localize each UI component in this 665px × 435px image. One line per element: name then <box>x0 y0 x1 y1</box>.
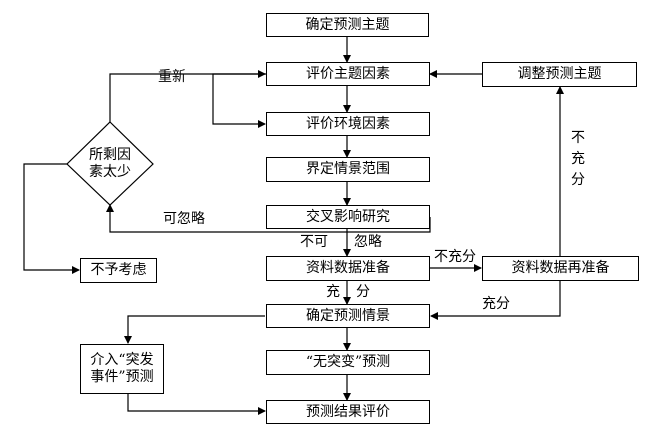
node-evaluate-env-factors: 评价环境因素 <box>266 112 430 136</box>
node-evaluate-topic-factors-label: 评价主题因素 <box>306 65 390 82</box>
node-define-scenario-scope-label: 界定情景范围 <box>306 161 390 177</box>
edge-diamond-to-notconsidered <box>23 163 80 274</box>
node-cross-impact: 交叉影响研究 <box>266 205 430 229</box>
node-insert-event-line2: 事件”预测 <box>90 369 154 385</box>
edge-reprep-to-scenario <box>430 280 561 320</box>
label-restart: 重新 <box>158 69 186 85</box>
decision-line1: 所剩因 <box>89 147 131 163</box>
node-data-reprep: 资料数据再准备 <box>482 256 639 281</box>
node-insert-event: 介入“突发 事件”预测 <box>80 344 164 394</box>
node-evaluate-env-factors-label: 评价环境因素 <box>306 115 390 132</box>
node-data-prep-label: 资料数据准备 <box>306 260 390 276</box>
node-determine-topic: 确定预测主题 <box>266 13 429 37</box>
node-determine-scenario-label: 确定预测情景 <box>306 307 390 324</box>
decision-line2: 素太少 <box>89 164 131 180</box>
node-adjust-topic: 调整预测主题 <box>482 62 637 87</box>
decision-remaining-factors: 所剩因 素太少 <box>72 147 148 181</box>
label-insufficient-v-3: 分 <box>571 172 585 188</box>
node-determine-scenario: 确定预测情景 <box>266 304 430 328</box>
node-evaluate-topic-factors: 评价主题因素 <box>266 62 430 86</box>
node-insert-event-line1: 介入“突发 <box>90 352 154 368</box>
label-sufficient-right: 充分 <box>482 296 510 312</box>
label-sufficient-left-2: 分 <box>356 284 370 300</box>
edge-scenario-to-event <box>124 315 265 344</box>
edge-factors-branch-env <box>212 73 266 128</box>
decision-diamond <box>66 121 154 206</box>
node-cross-impact-label: 交叉影响研究 <box>306 208 390 225</box>
label-insufficient-v: 不 充 分 <box>570 130 586 189</box>
node-no-mutation: “无突变”预测 <box>266 350 430 375</box>
label-not-negligible-1: 不可 <box>300 234 328 250</box>
label-insufficient-v-2: 充 <box>571 151 585 167</box>
edge-event-to-results <box>127 394 266 415</box>
node-data-reprep-label: 资料数据再准备 <box>511 260 610 276</box>
node-adjust-topic-label: 调整预测主题 <box>517 66 602 82</box>
label-insufficient-v-1: 不 <box>571 130 585 146</box>
label-not-negligible-2: 忽略 <box>354 234 382 250</box>
node-not-considered: 不予考虑 <box>80 258 157 283</box>
node-no-mutation-label: “无突变”预测 <box>305 354 391 370</box>
label-negligible: 可忽略 <box>163 211 205 227</box>
label-sufficient-left-1: 充 <box>326 284 340 300</box>
node-determine-topic-label: 确定预测主题 <box>305 16 390 33</box>
edge-diamond-restart <box>109 70 266 122</box>
node-evaluate-results: 预测结果评价 <box>266 400 430 424</box>
node-data-prep: 资料数据准备 <box>266 256 430 281</box>
label-insufficient-h: 不充分 <box>434 249 476 265</box>
node-define-scenario-scope: 界定情景范围 <box>266 157 430 182</box>
node-not-considered-label: 不予考虑 <box>90 262 147 278</box>
edge-cross-to-diamond <box>106 204 431 233</box>
node-evaluate-results-label: 预测结果评价 <box>306 403 390 420</box>
